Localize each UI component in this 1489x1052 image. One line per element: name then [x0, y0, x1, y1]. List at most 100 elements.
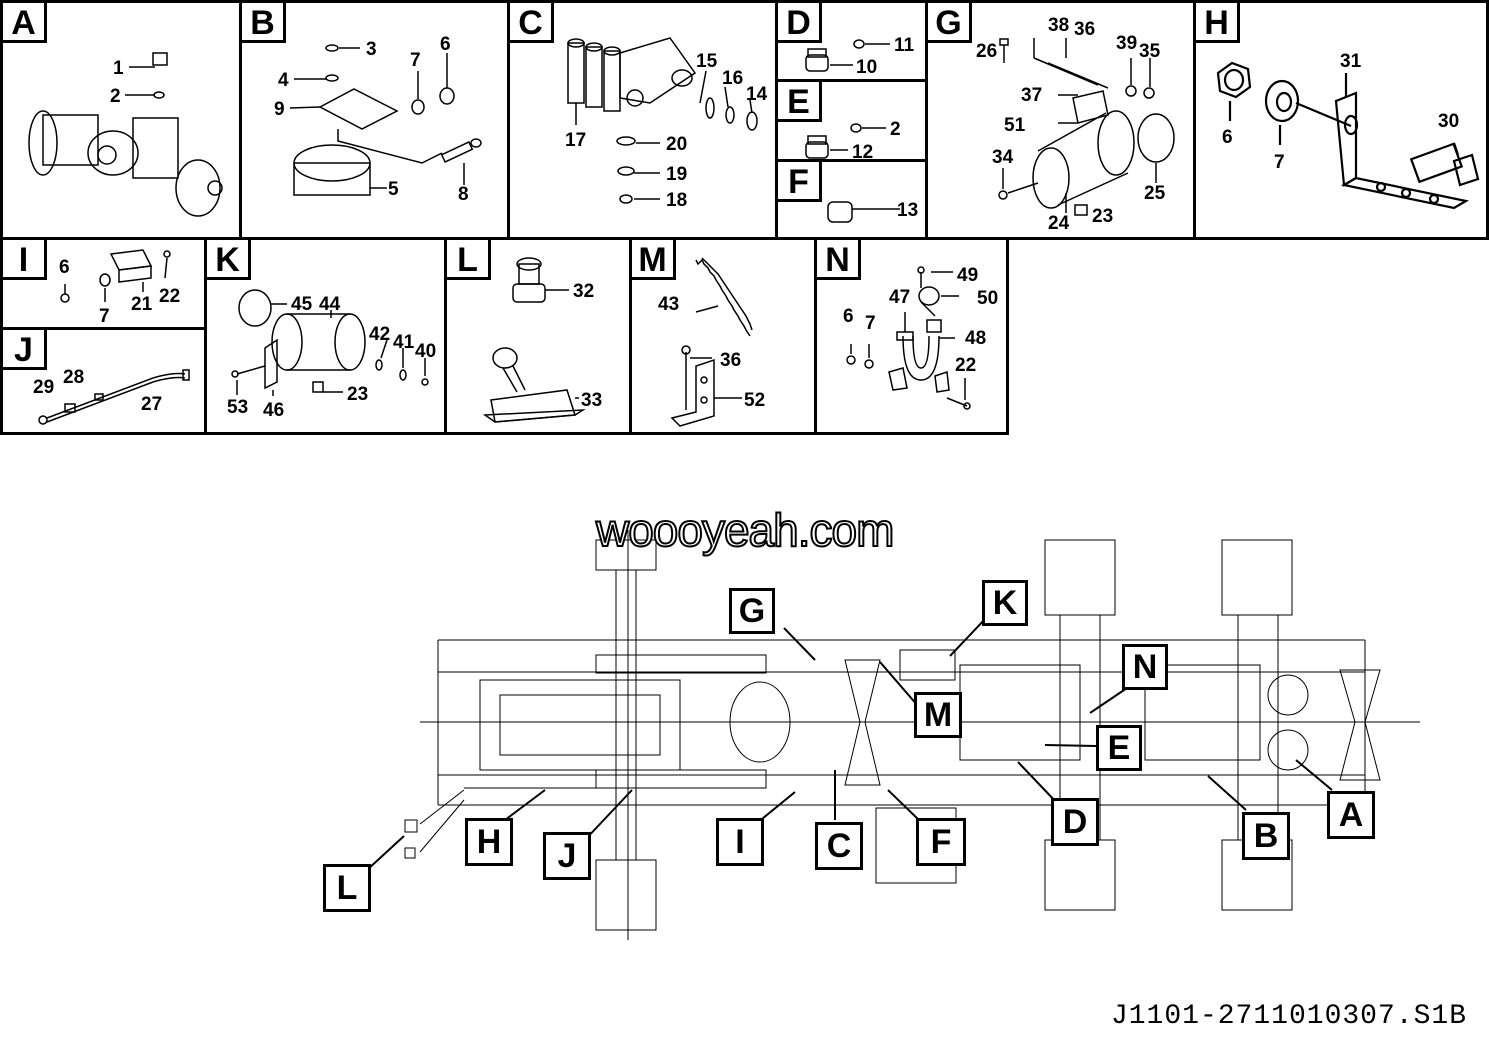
panel-k-drawing: 45 44 42 41 40 53 46 23 [227, 289, 436, 421]
part-label: 16 [722, 68, 743, 89]
panel-h-drawing: 31 30 6 7 [1216, 51, 1480, 210]
part-label: 36 [1074, 19, 1095, 40]
panel-e-letter: E [778, 82, 822, 122]
panel-i-drawing: 6 7 21 22 [59, 249, 180, 327]
panel-f-drawing: 13 [827, 200, 918, 223]
callout-h: H [465, 818, 513, 866]
callout-j: J [543, 832, 591, 880]
part-label: 6 [440, 34, 451, 55]
panel-k: K 45 44 42 41 40 53 [204, 237, 447, 435]
part-label: 35 [1139, 41, 1161, 62]
part-label: 6 [59, 257, 70, 278]
part-label: 53 [227, 397, 248, 418]
part-label: 29 [33, 377, 54, 398]
part-label: 15 [696, 51, 718, 72]
callout-c: C [815, 822, 863, 870]
panel-b-letter: B [242, 3, 286, 43]
document-id: J1101-2711010307.S1B [1110, 1001, 1467, 1032]
panel-g-letter: G [928, 3, 972, 43]
part-label: 36 [720, 350, 741, 371]
panel-g: G 38 36 [925, 0, 1196, 240]
callout-d: D [1051, 798, 1099, 846]
part-label: 42 [369, 324, 390, 345]
part-label: 51 [1004, 115, 1026, 136]
panel-b: B 3 6 7 4 9 5 8 [239, 0, 510, 240]
panel-l-drawing: 32 33 [482, 257, 602, 423]
panel-b-drawing: 3 6 7 4 9 5 8 [274, 34, 482, 205]
panel-h: H 31 30 6 7 [1193, 0, 1489, 240]
panel-c-letter: C [510, 3, 554, 43]
part-label: 1 [113, 58, 124, 79]
part-label: 32 [573, 281, 594, 302]
callout-a: A [1327, 791, 1375, 839]
panel-h-letter: H [1196, 3, 1240, 43]
part-label: 11 [894, 35, 915, 56]
part-label: 52 [744, 390, 765, 411]
part-label: 39 [1116, 33, 1137, 54]
part-label: 19 [666, 164, 687, 185]
panel-n: N 49 50 47 6 7 4 [814, 237, 1009, 435]
part-label: 5 [388, 179, 399, 200]
part-label: 40 [415, 341, 436, 362]
panel-e: E 2 12 [775, 79, 928, 163]
part-label: 45 [291, 294, 313, 315]
callout-n: N [1122, 644, 1168, 690]
part-label: 31 [1340, 51, 1362, 72]
part-label: 22 [955, 355, 976, 376]
panel-n-letter: N [817, 240, 861, 280]
panel-i-letter: I [3, 240, 47, 280]
part-label: 7 [865, 313, 876, 334]
panel-d-drawing: 11 10 [805, 35, 915, 78]
part-label: 14 [746, 84, 768, 105]
part-label: 48 [965, 328, 986, 349]
panel-l: L 32 33 [444, 237, 632, 435]
callout-f: F [916, 818, 966, 866]
part-label: 9 [274, 99, 285, 120]
panel-k-letter: K [207, 240, 251, 280]
callout-m: M [914, 692, 962, 738]
part-label: 30 [1438, 111, 1459, 132]
part-label: 7 [410, 50, 421, 71]
part-label: 6 [843, 306, 854, 327]
panel-a-drawing [28, 52, 223, 217]
panel-m-drawing: 43 36 52 [658, 257, 765, 427]
panel-g-drawing: 38 36 26 39 35 37 51 34 25 24 23 [976, 15, 1175, 234]
part-label: 34 [992, 147, 1014, 168]
part-label: 21 [131, 294, 153, 315]
part-label: 37 [1021, 85, 1042, 106]
part-label: 49 [957, 265, 978, 286]
part-label: 22 [159, 286, 180, 307]
panel-j-letter: J [3, 330, 47, 370]
callout-k: K [982, 580, 1028, 626]
panel-m-letter: M [632, 240, 676, 280]
part-label: 7 [1274, 152, 1285, 173]
part-label: 6 [1222, 127, 1233, 148]
part-label: 24 [1048, 213, 1070, 234]
panel-f-letter: F [778, 162, 822, 202]
part-label: 33 [581, 390, 602, 411]
part-label: 47 [889, 287, 910, 308]
panel-d-letter: D [778, 3, 822, 43]
callout-i: I [716, 818, 764, 866]
part-label: 27 [141, 394, 162, 415]
panel-i: I 6 7 21 22 [0, 237, 207, 330]
panel-n-drawing: 49 50 47 6 7 48 22 [843, 265, 998, 410]
part-label: 18 [666, 190, 687, 211]
part-label: 26 [976, 41, 997, 62]
part-label: 28 [63, 367, 84, 388]
part-label: 2 [890, 119, 901, 140]
part-label: 2 [110, 86, 121, 107]
part-label: 8 [458, 184, 469, 205]
panel-e-drawing: 2 12 [805, 119, 901, 163]
part-label: 4 [278, 70, 289, 91]
callout-b: B [1242, 812, 1290, 860]
part-label: 13 [897, 200, 918, 221]
part-label: 23 [1092, 206, 1113, 227]
part-label: 17 [565, 130, 586, 151]
panel-j: J 29 28 27 [0, 327, 207, 435]
part-label: 23 [347, 384, 368, 405]
watermark: woooyeah.com [595, 503, 895, 557]
panel-c-drawing: 15 16 14 17 20 19 18 [565, 37, 768, 211]
part-label: 7 [99, 306, 110, 327]
part-label: 12 [852, 142, 873, 163]
